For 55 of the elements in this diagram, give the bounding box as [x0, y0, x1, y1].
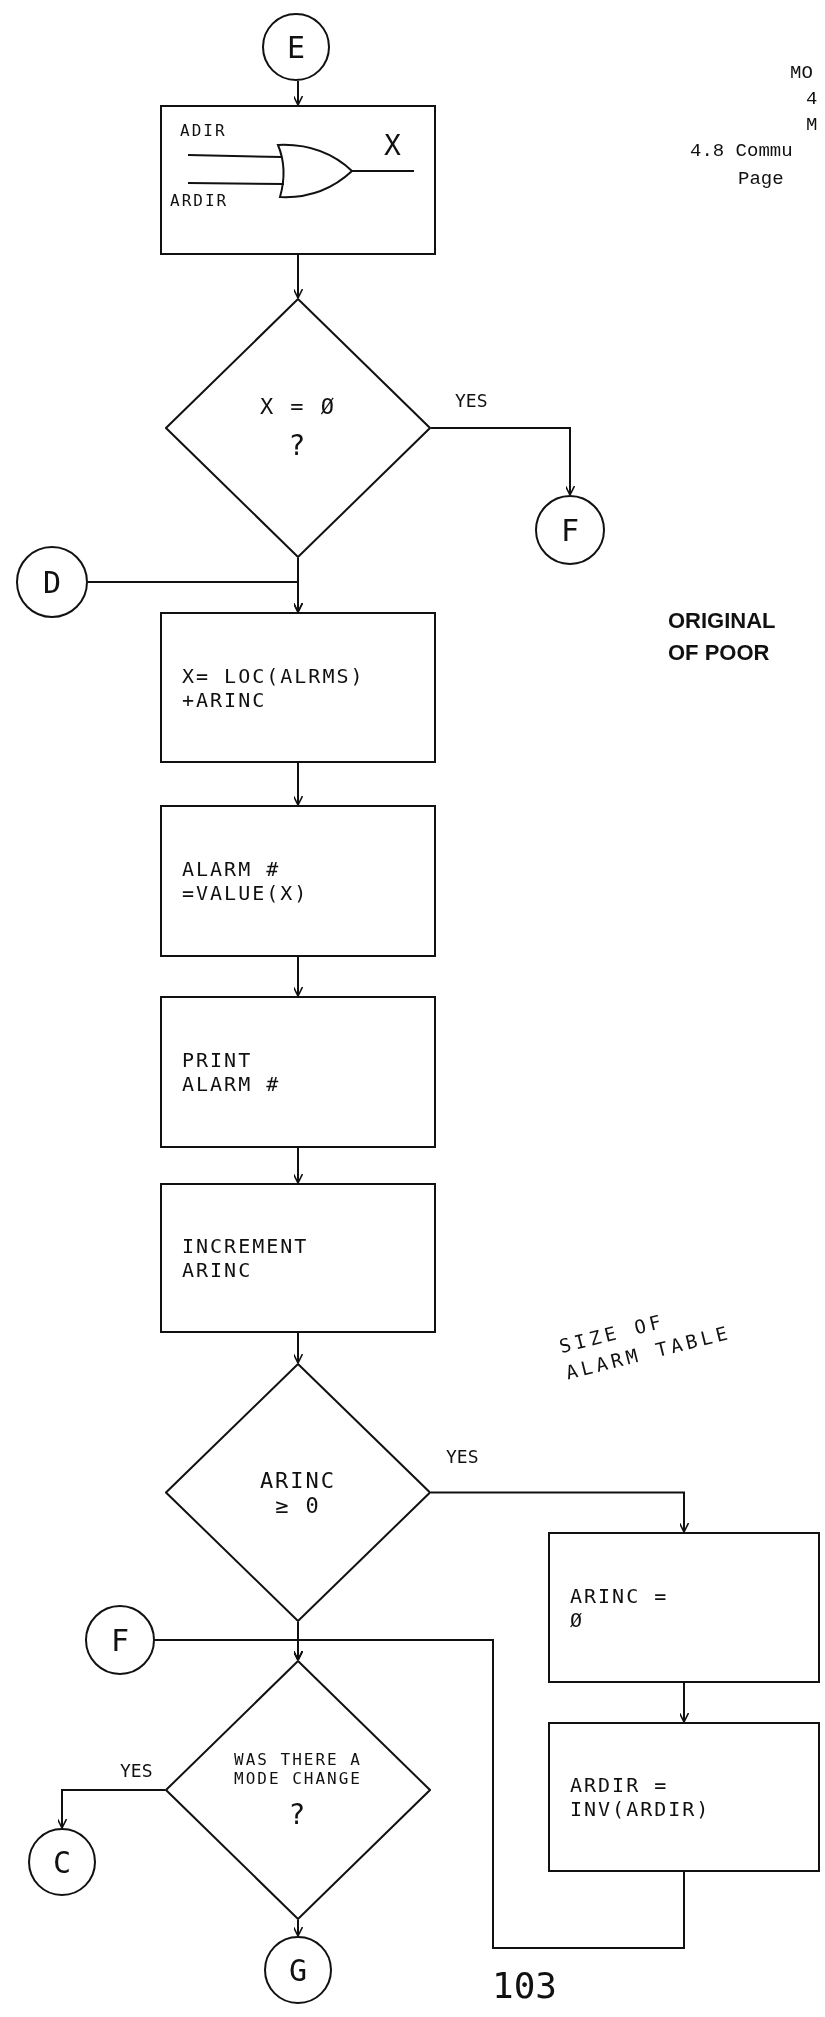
arrow	[292, 956, 304, 997]
arrow	[292, 762, 304, 806]
connector-circle	[85, 1605, 155, 1675]
connector-letter: F	[110, 1622, 130, 1658]
note-text: SIZE OF ALARM TABLE	[556, 1308, 735, 1385]
header-text: MO	[790, 62, 813, 84]
arrow	[154, 1639, 304, 1661]
arrow	[678, 1682, 690, 1723]
signal-label: ADIR	[180, 121, 227, 140]
connector-circle	[264, 1936, 332, 2004]
process-box	[160, 1183, 436, 1333]
decision-text: X = Ø	[258, 394, 338, 419]
process-box	[160, 612, 436, 763]
arrow	[292, 254, 304, 299]
connector-letter: D	[42, 564, 62, 600]
header-text: 4	[806, 88, 818, 110]
process-text: PRINT ALARM #	[182, 1048, 282, 1096]
arrow	[87, 581, 304, 613]
process-text: ALARM # =VALUE(X)	[182, 857, 302, 905]
arrow	[56, 1789, 166, 1829]
header-text: 4.8 Commu	[690, 140, 793, 162]
connector-letter: C	[52, 1844, 72, 1880]
connector-letter: G	[288, 1952, 308, 1988]
process-box	[548, 1532, 820, 1683]
process-text: X= LOC(ALRMS) +ARINC	[182, 663, 366, 712]
decision-text: ?	[287, 1797, 309, 1831]
page-number: 103	[492, 1965, 558, 2006]
process-text: INCREMENT ARINC	[182, 1234, 310, 1282]
stamp-text: ORIGINAL	[668, 608, 776, 634]
process-box	[548, 1722, 820, 1872]
connector-letter: F	[560, 512, 580, 548]
arrow	[292, 1332, 304, 1364]
process-box	[160, 996, 436, 1148]
arrow	[430, 427, 576, 496]
decision-text: WAS THERE A MODE CHANGE	[233, 1749, 363, 1788]
process-box	[160, 105, 436, 255]
arrow	[292, 80, 304, 106]
header-text: Page	[738, 168, 784, 190]
signal-label: X	[384, 129, 403, 162]
decision-text: ARINC ≥ 0	[258, 1467, 338, 1518]
process-text: ARINC = Ø	[570, 1583, 670, 1632]
signal-label: ARDIR	[170, 191, 229, 210]
process-box	[160, 805, 436, 957]
arrow	[292, 1147, 304, 1184]
connector-letter: E	[286, 29, 306, 65]
stamp-text: OF POOR	[668, 640, 770, 666]
header-text: M	[806, 114, 818, 136]
connector-circle	[535, 495, 605, 565]
connector-circle	[262, 13, 330, 81]
connector-circle	[16, 546, 88, 618]
process-text: ARDIR = INV(ARDIR)	[570, 1773, 712, 1821]
decision-text: ?	[287, 429, 309, 462]
arrow	[430, 1491, 690, 1533]
connector-circle	[28, 1828, 96, 1896]
arrow	[292, 1919, 304, 1937]
